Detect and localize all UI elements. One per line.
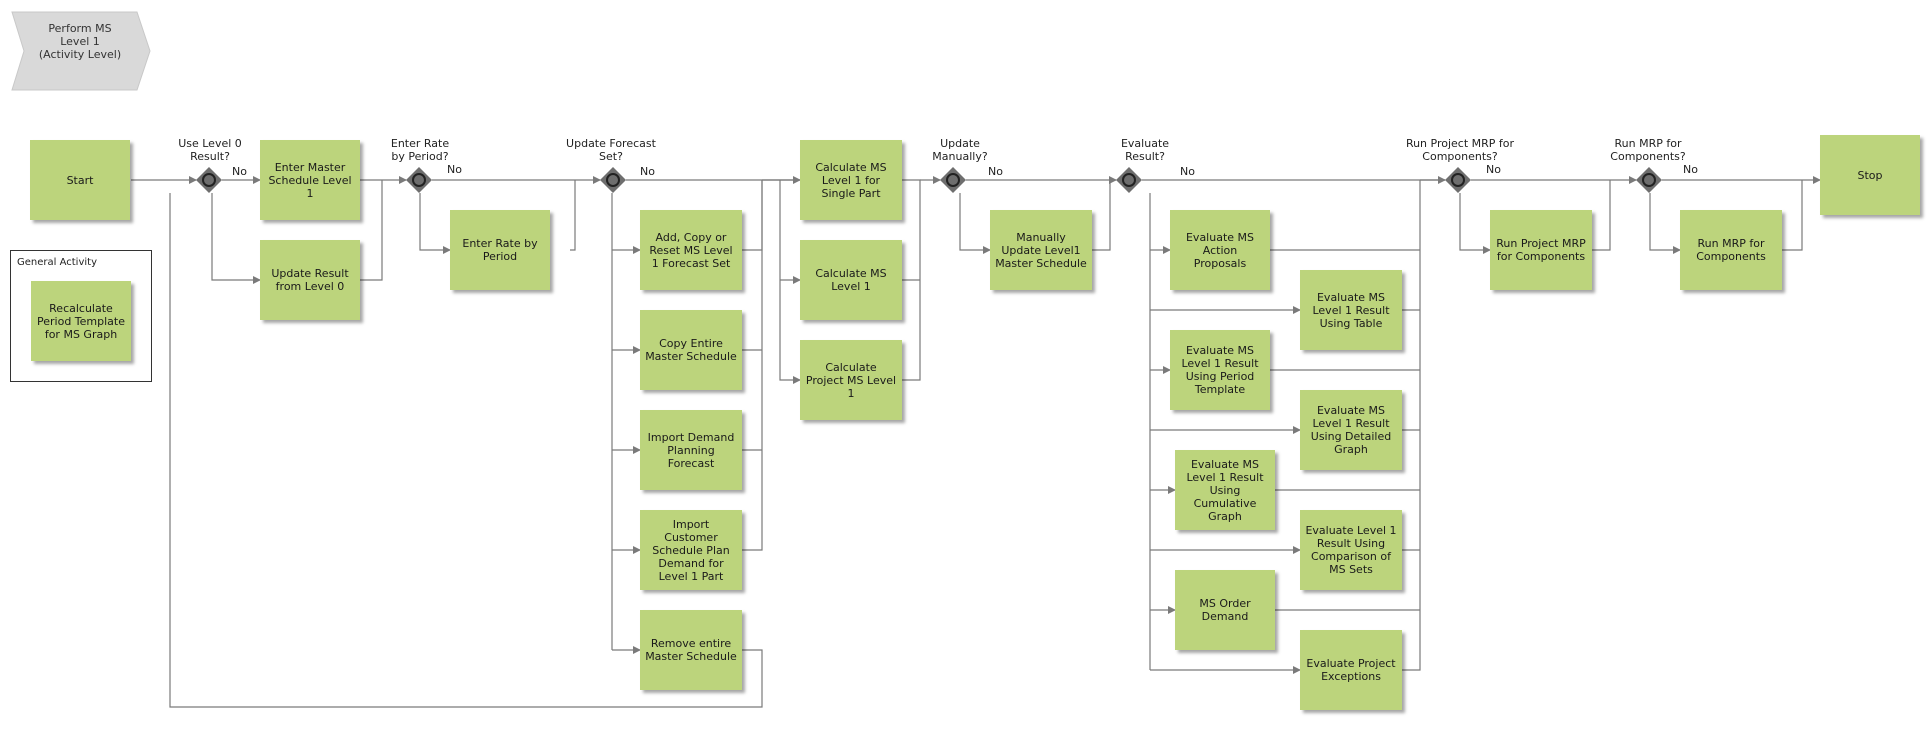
gateway-question: Update Forecast Set? <box>566 137 656 163</box>
recalculate-period-template-activity[interactable]: Recalculate Period Template for MS Graph <box>31 281 131 361</box>
ms-order-demand-activity[interactable]: MS Order Demand <box>1175 570 1275 650</box>
activity-header-shape <box>11 11 151 91</box>
no-label: No <box>1486 163 1501 176</box>
eval-project-exceptions-activity[interactable]: Evaluate Project Exceptions <box>1300 630 1402 710</box>
remove-entire-master-activity[interactable]: Remove entire Master Schedule <box>640 610 742 690</box>
gateway-question: Update Manually? <box>932 137 988 163</box>
gateway-project-mrp <box>1445 167 1471 193</box>
copy-entire-master-activity[interactable]: Copy Entire Master Schedule <box>640 310 742 390</box>
enter-rate-by-period-activity[interactable]: Enter Rate by Period <box>450 210 550 290</box>
no-label: No <box>447 163 462 176</box>
run-mrp-activity[interactable]: Run MRP for Components <box>1680 210 1782 290</box>
gateway-evaluate-result <box>1116 167 1142 193</box>
import-customer-schedule-activity[interactable]: Import Customer Schedule Plan Demand for… <box>640 510 742 590</box>
general-activity-group: General Activity Recalculate Period Temp… <box>10 250 152 382</box>
no-label: No <box>988 165 1003 178</box>
activity-title: Perform MS Level 1 (Activity Level) <box>38 22 122 61</box>
eval-action-proposals-activity[interactable]: Evaluate MS Action Proposals <box>1170 210 1270 290</box>
calc-level1-activity[interactable]: Calculate MS Level 1 <box>800 240 902 320</box>
gateway-question: Enter Rate by Period? <box>390 137 450 163</box>
calc-project-activity[interactable]: Calculate Project MS Level 1 <box>800 340 902 420</box>
run-project-mrp-activity[interactable]: Run Project MRP for Components <box>1490 210 1592 290</box>
manually-update-activity[interactable]: Manually Update Level1 Master Schedule <box>990 210 1092 290</box>
no-label: No <box>640 165 655 178</box>
gateway-question: Evaluate Result? <box>1120 137 1170 163</box>
no-label: No <box>1180 165 1195 178</box>
gateway-update-manually <box>940 167 966 193</box>
eval-cumulative-graph-activity[interactable]: Evaluate MS Level 1 Result Using Cumulat… <box>1175 450 1275 530</box>
import-demand-planning-activity[interactable]: Import Demand Planning Forecast <box>640 410 742 490</box>
update-result-level0-activity[interactable]: Update Result from Level 0 <box>260 240 360 320</box>
gateway-question: Use Level 0 Result? <box>178 137 242 163</box>
gateway-question: Run Project MRP for Components? <box>1405 137 1515 163</box>
no-label: No <box>232 165 247 178</box>
eval-period-template-activity[interactable]: Evaluate MS Level 1 Result Using Period … <box>1170 330 1270 410</box>
calc-single-part-activity[interactable]: Calculate MS Level 1 for Single Part <box>800 140 902 220</box>
gateway-level0 <box>196 167 222 193</box>
group-title: General Activity <box>17 257 97 268</box>
no-label: No <box>1683 163 1698 176</box>
gateway-rate-period <box>406 167 432 193</box>
gateway-mrp <box>1636 167 1662 193</box>
enter-master-schedule-activity[interactable]: Enter Master Schedule Level 1 <box>260 140 360 220</box>
eval-detailed-graph-activity[interactable]: Evaluate MS Level 1 Result Using Detaile… <box>1300 390 1402 470</box>
gateway-forecast-set <box>600 167 626 193</box>
add-copy-reset-forecast-activity[interactable]: Add, Copy or Reset MS Level 1 Forecast S… <box>640 210 742 290</box>
stop-event[interactable]: Stop <box>1820 135 1920 215</box>
gateway-question: Run MRP for Components? <box>1610 137 1686 163</box>
start-event[interactable]: Start <box>30 140 130 220</box>
eval-using-table-activity[interactable]: Evaluate MS Level 1 Result Using Table <box>1300 270 1402 350</box>
eval-comparison-activity[interactable]: Evaluate Level 1 Result Using Comparison… <box>1300 510 1402 590</box>
